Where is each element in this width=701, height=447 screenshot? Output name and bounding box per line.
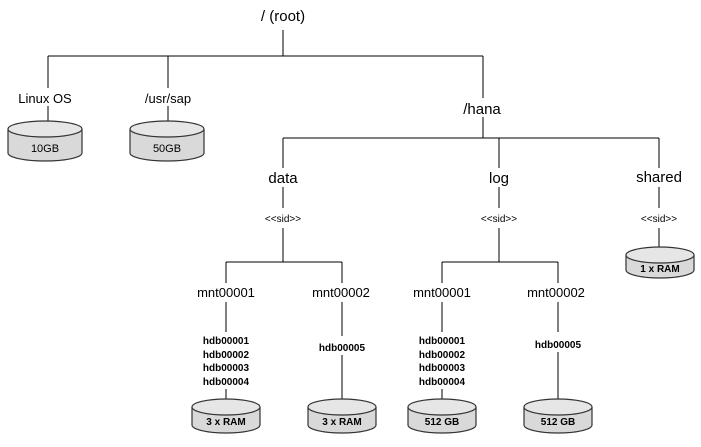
disk-label: 1 x RAM — [640, 264, 679, 275]
volume-item: hdb00005 — [535, 340, 582, 351]
disk-label: 10GB — [31, 143, 59, 155]
disk-label: 512 GB — [541, 417, 575, 428]
node-data: data — [268, 170, 298, 187]
disk-log-mnt00002: 512 GB — [523, 398, 593, 434]
node-log-mnt00001: mnt00001 — [413, 285, 471, 300]
node-data-mnt00001: mnt00001 — [197, 285, 255, 300]
disk-shared: 1 x RAM — [625, 246, 695, 279]
node-labels: / (root) Linux OS /usr/sap /hana data lo… — [18, 8, 682, 300]
node-hana: /hana — [463, 101, 501, 118]
volume-item: hdb00004 — [203, 377, 250, 388]
node-usr-sap: /usr/sap — [145, 91, 191, 106]
volume-item: hdb00005 — [319, 343, 366, 354]
volume-item: hdb00002 — [419, 350, 466, 361]
disk-label: 3 x RAM — [322, 417, 361, 428]
connectors — [47, 30, 660, 402]
volume-item: hdb00001 — [419, 336, 466, 347]
node-root: / (root) — [261, 8, 305, 25]
disk-usr-sap: 50GB — [129, 120, 205, 162]
node-linux-os: Linux OS — [18, 91, 72, 106]
disk-label: 3 x RAM — [206, 417, 245, 428]
volume-item: hdb00003 — [419, 363, 466, 374]
volume-item: hdb00004 — [419, 377, 466, 388]
node-data-mnt00002: mnt00002 — [312, 285, 370, 300]
disk-log-mnt00001: 512 GB — [407, 398, 477, 434]
disk-data-mnt00001: 3 x RAM — [191, 398, 261, 434]
disk-linux-os: 10GB — [7, 120, 83, 162]
node-log: log — [489, 170, 509, 187]
volume-item: hdb00003 — [203, 363, 250, 374]
node-shared: shared — [636, 169, 682, 186]
node-log-sid: <<sid>> — [481, 214, 517, 225]
node-log-mnt00002: mnt00002 — [527, 285, 585, 300]
node-data-sid: <<sid>> — [265, 214, 301, 225]
node-shared-sid: <<sid>> — [641, 214, 677, 225]
volume-item: hdb00001 — [203, 336, 250, 347]
disk-label: 512 GB — [425, 417, 459, 428]
volume-lists: hdb00001 hdb00002 hdb00003 hdb00004 hdb0… — [203, 336, 582, 388]
disk-data-mnt00002: 3 x RAM — [307, 398, 377, 434]
volume-item: hdb00002 — [203, 350, 250, 361]
disk-label: 50GB — [153, 143, 181, 155]
